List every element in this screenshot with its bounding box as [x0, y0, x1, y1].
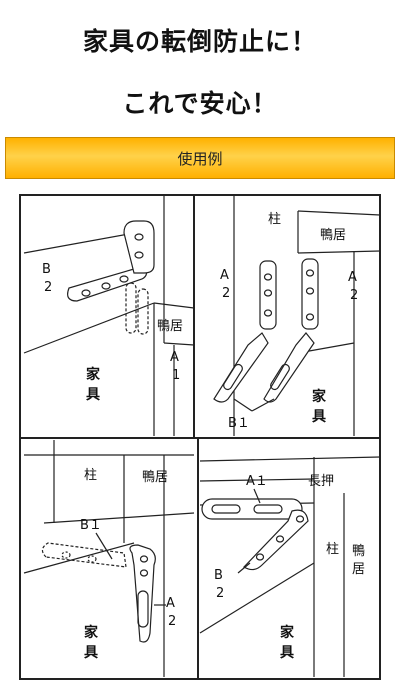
- label-b1: B１: [80, 518, 102, 533]
- label-hashira: 柱: [84, 468, 97, 483]
- label-a2-left-number: 2: [222, 286, 230, 301]
- headline-line-2: これで安心！: [122, 89, 278, 118]
- label-a2-left-letter: A: [220, 268, 229, 283]
- banner-label: 使用例: [177, 149, 223, 168]
- label-kamoi-1: 鴨: [352, 544, 365, 559]
- label-kamoi: 鴨居: [320, 228, 346, 243]
- label-hashira: 柱: [326, 542, 339, 557]
- label-kagu-2: 具: [279, 645, 294, 661]
- label-b1: B１: [228, 416, 250, 431]
- label-kamoi-2: 居: [352, 562, 365, 577]
- label-a1-letter: A: [170, 350, 179, 365]
- label-a2-right-letter: A: [348, 270, 357, 285]
- label-a1: A１: [246, 474, 268, 489]
- label-b2-number: 2: [44, 280, 52, 295]
- label-a2-number: 2: [168, 614, 176, 629]
- label-kagu-2: 具: [311, 409, 326, 425]
- label-a1-number: 1: [172, 368, 180, 383]
- label-kagu-1: 家: [84, 624, 99, 641]
- panel-bottom-left: 柱 鴨居 B１ A 2 家 具: [23, 440, 195, 677]
- label-kamoi: 鴨居: [142, 470, 168, 485]
- label-hashira: 柱: [268, 212, 281, 227]
- panel-top-right: 柱 鴨居 A 2 A 2 B１ 家 具: [213, 195, 381, 436]
- panel-bottom-right: A１ 長押 柱 鴨 居 B 2 家 具: [199, 456, 381, 677]
- label-b2-letter: B: [214, 568, 223, 583]
- usage-illustration: B 2 鴨居 A 1 家 具: [14, 193, 386, 683]
- label-kagu-2: 具: [83, 645, 98, 661]
- label-b2-letter: B: [42, 262, 51, 277]
- label-nageshi: 長押: [308, 474, 334, 489]
- label-kagu-2: 具: [85, 387, 100, 403]
- panel-top-left: B 2 鴨居 A 1 家 具: [23, 195, 195, 436]
- label-a2-right-number: 2: [350, 288, 358, 303]
- label-kagu-1: 家: [312, 388, 327, 405]
- label-b2-number: 2: [216, 586, 224, 601]
- usage-example-banner: 使用例: [5, 137, 395, 179]
- label-kagu-1: 家: [280, 624, 295, 641]
- label-a2-letter: A: [166, 596, 175, 611]
- label-kamoi: 鴨居: [157, 319, 183, 334]
- label-kagu-1: 家: [86, 366, 101, 383]
- headline-line-1: 家具の転倒防止に！: [82, 27, 317, 56]
